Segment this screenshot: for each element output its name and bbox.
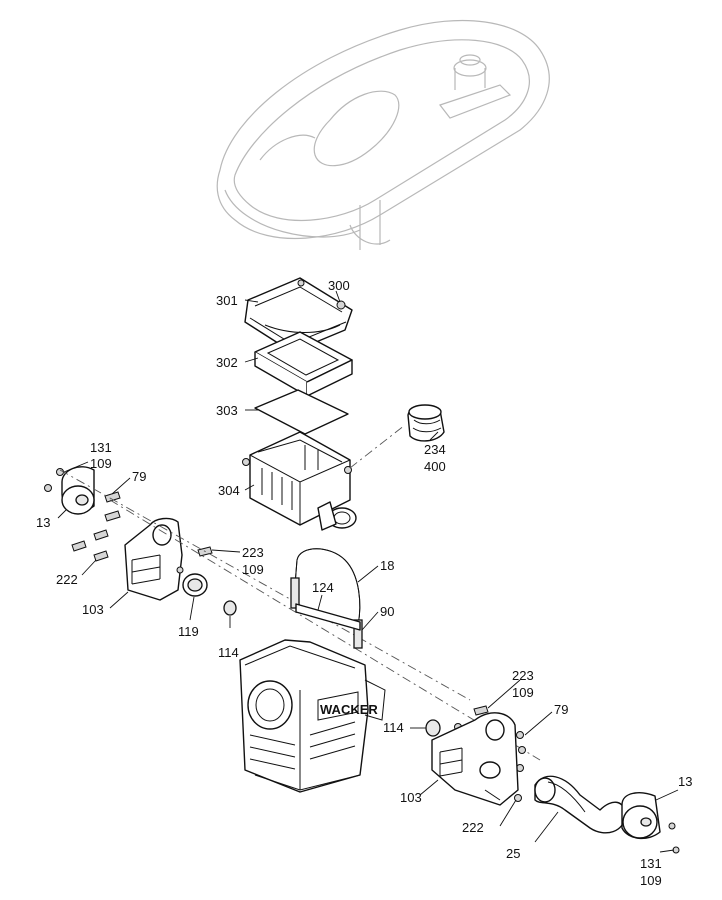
- callout-131-left: 131: [90, 440, 112, 455]
- callout-103-left: 103: [82, 602, 104, 617]
- callout-303: 303: [216, 403, 238, 418]
- callout-131-right: 131: [640, 856, 662, 871]
- callout-103-right: 103: [400, 790, 422, 805]
- cover-nut: [297, 279, 346, 310]
- exhaust-elbow-pipe: [534, 775, 626, 834]
- elbow-axis-line: [349, 424, 406, 469]
- callout-25: 25: [506, 846, 520, 861]
- callout-124: 124: [312, 580, 334, 595]
- left-plug: [223, 600, 237, 616]
- callout-302: 302: [216, 355, 238, 370]
- air-cleaner-housing: [242, 431, 357, 531]
- left-pulley-bolts: [44, 468, 64, 492]
- ignition-cable: [290, 548, 363, 649]
- machine-frame-ghost: [216, 19, 550, 250]
- leader-lines: [57, 290, 679, 853]
- callout-223-left: 223: [242, 545, 264, 560]
- pre-filter-pad: [254, 389, 349, 435]
- left-bolts: [71, 491, 121, 562]
- seal-ring: [182, 573, 208, 597]
- callout-79-right: 79: [554, 702, 568, 717]
- left-pulley: [61, 466, 95, 515]
- callout-400: 400: [424, 459, 446, 474]
- callout-223-right: 223: [512, 668, 534, 683]
- callout-109-left-lower: 109: [242, 562, 264, 577]
- callout-119: 119: [178, 624, 199, 639]
- callout-300: 300: [328, 278, 350, 293]
- callout-109-left: 109: [90, 456, 112, 471]
- air-filter-element: [254, 331, 353, 397]
- engine-block: WACKER: [239, 639, 386, 793]
- callout-109-right-lower: 109: [640, 873, 662, 888]
- left-mounting-bracket: [124, 517, 184, 601]
- mid-axis-line: [109, 499, 541, 761]
- callout-304: 304: [218, 483, 240, 498]
- intake-elbow: [407, 404, 445, 442]
- callout-234: 234: [424, 442, 446, 457]
- callout-114-right: 114: [383, 720, 404, 735]
- left-axis-line: [59, 469, 471, 701]
- cable-bracket: [295, 603, 361, 631]
- right-plug: [425, 719, 441, 737]
- callout-90: 90: [380, 604, 394, 619]
- callout-114-left: 114: [218, 645, 239, 660]
- callout-18: 18: [380, 558, 394, 573]
- callout-13-right: 13: [678, 774, 692, 789]
- callout-13-left: 13: [36, 515, 50, 530]
- callout-222-left: 222: [56, 572, 78, 587]
- engine-brand-mark: WACKER: [320, 702, 378, 717]
- callout-301: 301: [216, 293, 238, 308]
- right-pulley: [621, 792, 680, 854]
- callout-222-right: 222: [462, 820, 484, 835]
- callout-109-right: 109: [512, 685, 534, 700]
- callout-79-left: 79: [132, 469, 146, 484]
- right-mounting-bracket: [431, 712, 519, 806]
